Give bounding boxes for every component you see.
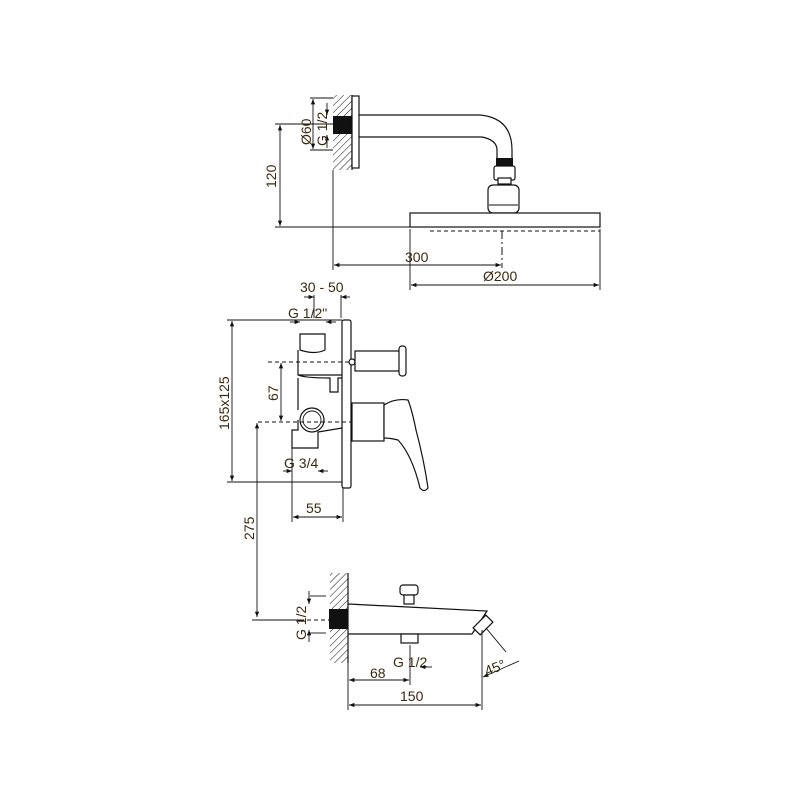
dim-bottom-thread-label: G 3/4	[284, 455, 318, 471]
dim-height-label: 120	[263, 164, 279, 188]
diverter-button	[399, 584, 419, 596]
concealed-mixer	[258, 319, 429, 492]
dim-flange-diameter-label: Ø60	[298, 118, 314, 145]
ball-joint	[487, 184, 520, 214]
shower-head	[409, 212, 601, 228]
shower-arm-assembly	[333, 95, 601, 268]
dim-body-depth-label: 55	[306, 500, 322, 516]
wall-flange	[351, 95, 360, 169]
thread-insert	[333, 116, 352, 134]
dim-outlet-thread-label: G 1/2	[393, 654, 427, 670]
shower-arm	[359, 114, 513, 158]
dim-plate-size-label: 165x125	[216, 376, 232, 430]
dim-arm-length-label: 300	[405, 249, 429, 265]
dim-length-label: 150	[400, 688, 424, 704]
valve-body	[297, 350, 342, 393]
dim-top-thread-label: G 1/2"	[288, 305, 327, 321]
spout-thread-insert	[329, 609, 348, 629]
arm-band	[496, 158, 513, 166]
lever-body	[351, 402, 385, 442]
bath-spout	[300, 573, 494, 663]
dim-head-diameter-label: Ø200	[483, 268, 517, 284]
shower-dimensions: 120 Ø60 G 1/2 300 Ø200	[263, 97, 601, 290]
diverter-knob	[354, 350, 401, 372]
dim-wall-thread-label: G 1/2	[293, 606, 309, 640]
cover-plate	[341, 319, 352, 489]
spout-dimensions: G 1/2 68 G 1/2 150 45°	[252, 591, 520, 710]
dim-arm-thread-label: G 1/2	[314, 112, 330, 146]
dim-outlet-offset-label: 68	[370, 665, 386, 681]
dim-depth-range-label: 30 - 50	[300, 279, 344, 295]
dim-angle-label: 45°	[482, 656, 508, 679]
dim-to-spout-label: 275	[241, 516, 257, 540]
dim-outlet-spacing-label: 67	[265, 385, 281, 401]
outlet-circle	[299, 407, 325, 433]
lever-handle	[383, 398, 429, 492]
mixer-dimensions: 30 - 50 G 1/2" 165x125 67 275 G 3/4 55	[216, 279, 350, 617]
spout-body	[347, 603, 489, 635]
